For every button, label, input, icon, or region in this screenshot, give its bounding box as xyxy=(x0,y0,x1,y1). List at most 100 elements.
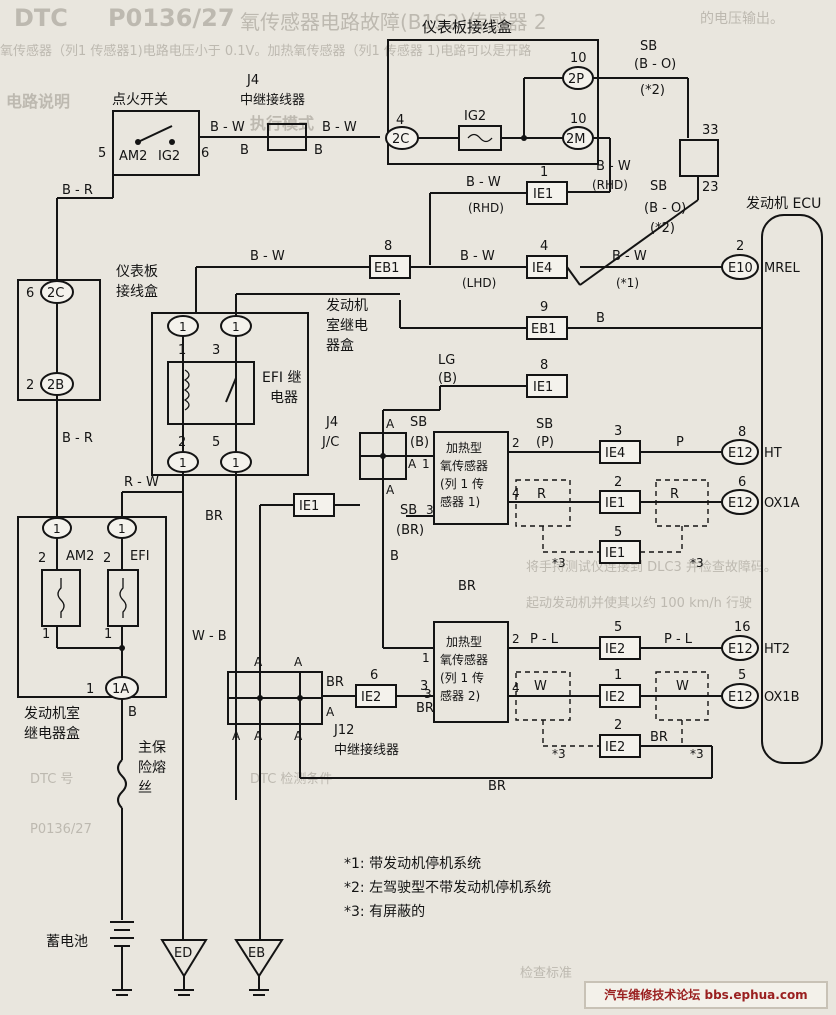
j12-label: J12 xyxy=(333,723,354,738)
pin-16-e12: 16 xyxy=(734,620,751,635)
wire-bw-1: B - W xyxy=(210,120,245,135)
pin-4-top: 4 xyxy=(396,113,404,128)
engine-relay-box-mid-2: 室继电 xyxy=(326,317,368,334)
connector-ie2-c-label: IE2 xyxy=(605,740,625,755)
main-fuse-label-2: 险熔 xyxy=(138,760,166,776)
connector-2m-label: 2M xyxy=(566,132,586,147)
resistor-r-2: R xyxy=(670,487,679,502)
wire-lg-b: (B) xyxy=(438,371,457,386)
connector-ie4-a-label: IE4 xyxy=(532,261,552,276)
connector-e12-b xyxy=(721,489,759,515)
relay-pin-1c: 1 xyxy=(179,456,187,470)
pin-10-b: 10 xyxy=(570,112,587,127)
pin-33: 33 xyxy=(702,123,719,138)
ignition-switch-label: 点火开关 xyxy=(112,92,168,108)
ground-eb-label: EB xyxy=(248,946,265,961)
pin-23: 23 xyxy=(702,180,719,195)
engine-relay-box-mid-3: 器盒 xyxy=(326,337,354,354)
pin-6-ie2: 6 xyxy=(370,668,378,683)
connector-ie4-b-label: IE4 xyxy=(605,446,625,461)
wire-rhd-1: (RHD) xyxy=(468,201,504,215)
connector-2c-left-label: 2C xyxy=(47,286,64,301)
pin-1-efi: 1 xyxy=(104,627,112,642)
sensor1-label-4: 感器 1) xyxy=(440,494,480,509)
sensor2-label-2: 氧传感器 xyxy=(440,652,488,667)
battery-label: 蓄电池 xyxy=(46,934,88,950)
connector-ie1-b-label: IE1 xyxy=(533,380,553,395)
wire-b-3: B xyxy=(390,549,399,564)
connector-ie2-a-label: IE2 xyxy=(605,642,625,657)
pin-6-2c: 6 xyxy=(26,286,34,301)
bg-line5: 将手持测试仪连接到 DLC3 并检查故障码。 xyxy=(526,560,777,575)
j4-jc-label-2: J/C xyxy=(321,435,339,450)
wire-sb-p: SB xyxy=(536,417,553,432)
connector-e12-c-label: E12 xyxy=(728,642,753,657)
bg-dtc: DTC xyxy=(14,4,68,32)
wire-star2-a: (*2) xyxy=(640,83,665,98)
pin-8-ie1: 8 xyxy=(540,358,548,373)
pin-5-ie2: 5 xyxy=(614,620,622,635)
pin-3-ie2: 3 xyxy=(420,679,428,694)
bg-line8: DTC 检测条件 xyxy=(250,772,333,787)
pin-2-efi: 2 xyxy=(103,551,111,566)
connector-eb1-a-label: EB1 xyxy=(374,261,399,276)
pin-2-ie2: 2 xyxy=(614,718,622,733)
terminal-ht2: HT2 xyxy=(764,642,790,657)
j12-pin-a-4: A xyxy=(294,729,303,743)
j4-pin-a-3: A xyxy=(386,483,395,497)
wire-rhd-2: (RHD) xyxy=(592,178,628,192)
ground-ed-label: ED xyxy=(174,946,192,961)
wire-sb-b2: (B) xyxy=(410,435,429,450)
wire-pl-1: P - L xyxy=(530,632,559,647)
wire-bo-2: (B - O) xyxy=(644,201,686,216)
connector-2b-label: 2B xyxy=(47,378,64,393)
connector-eb1-b-label: EB1 xyxy=(531,322,556,337)
pin-2-am2: 2 xyxy=(38,551,46,566)
sensor2-pin-2: 2 xyxy=(512,632,520,646)
pin-5: 5 xyxy=(98,146,106,161)
j12-pin-a-3: A xyxy=(254,729,263,743)
relay-pin-3: 3 xyxy=(212,343,220,358)
ip-junction-left-label-1: 仪表板 xyxy=(116,264,158,280)
ig2-terminal-label: IG2 xyxy=(158,149,180,164)
pin-6: 6 xyxy=(201,146,209,161)
wire-sb-1: SB xyxy=(640,39,657,54)
wire-lg: LG xyxy=(438,353,455,368)
j12-pin-a-2: A xyxy=(294,655,303,669)
wire-sb-p2: (P) xyxy=(536,435,554,450)
relay-pin-1d: 1 xyxy=(232,456,240,470)
ignition-switch-contact xyxy=(137,125,173,143)
wire-b-1: B xyxy=(240,143,249,158)
connector-2c-top-label: 2C xyxy=(392,132,409,147)
bg-line1: 的电压输出。 xyxy=(700,11,784,27)
wire-br-7: BR xyxy=(416,701,434,716)
j12-pin-a-5: A xyxy=(326,705,335,719)
connector-ie2-d-label: IE2 xyxy=(361,690,381,705)
pin-4-ie4: 4 xyxy=(540,239,548,254)
fuse-efi-label: EFI xyxy=(130,549,150,564)
wire-rw: R - W xyxy=(124,475,159,490)
terminal-ox1b: OX1B xyxy=(764,690,800,705)
resistor-r-1: R xyxy=(537,487,546,502)
engine-relay-box-mid-1: 发动机 xyxy=(326,298,368,314)
pin-3-ie4: 3 xyxy=(614,424,622,439)
note-3: *3: 有屏蔽的 xyxy=(344,904,425,920)
wire-br-8: BR xyxy=(488,779,506,794)
relay-pin-5: 5 xyxy=(212,435,220,450)
wire-br-3: BR xyxy=(205,509,223,524)
wire-wb: W - B xyxy=(192,629,227,644)
wire-sb-b: SB xyxy=(410,415,427,430)
pin-8-e12: 8 xyxy=(738,425,746,440)
connector-1a-label: 1A xyxy=(112,682,129,697)
ip-junction-left-box xyxy=(17,279,101,401)
j4-top-label: J4 xyxy=(246,73,259,88)
sensor1-label-1: 加热型 xyxy=(446,441,482,455)
shield-note-b: *3 xyxy=(690,556,704,570)
bg-header-fragment: 氧传感器电路故障(B1S2)传感器 2 xyxy=(240,10,547,34)
fuse-pin-1b: 1 xyxy=(118,522,126,536)
sensor2-box xyxy=(433,621,509,723)
shield-note-c: *3 xyxy=(552,747,566,761)
wire-p: P xyxy=(676,435,684,450)
ignition-switch-box xyxy=(112,110,200,176)
connector-ie2-b-label: IE2 xyxy=(605,690,625,705)
